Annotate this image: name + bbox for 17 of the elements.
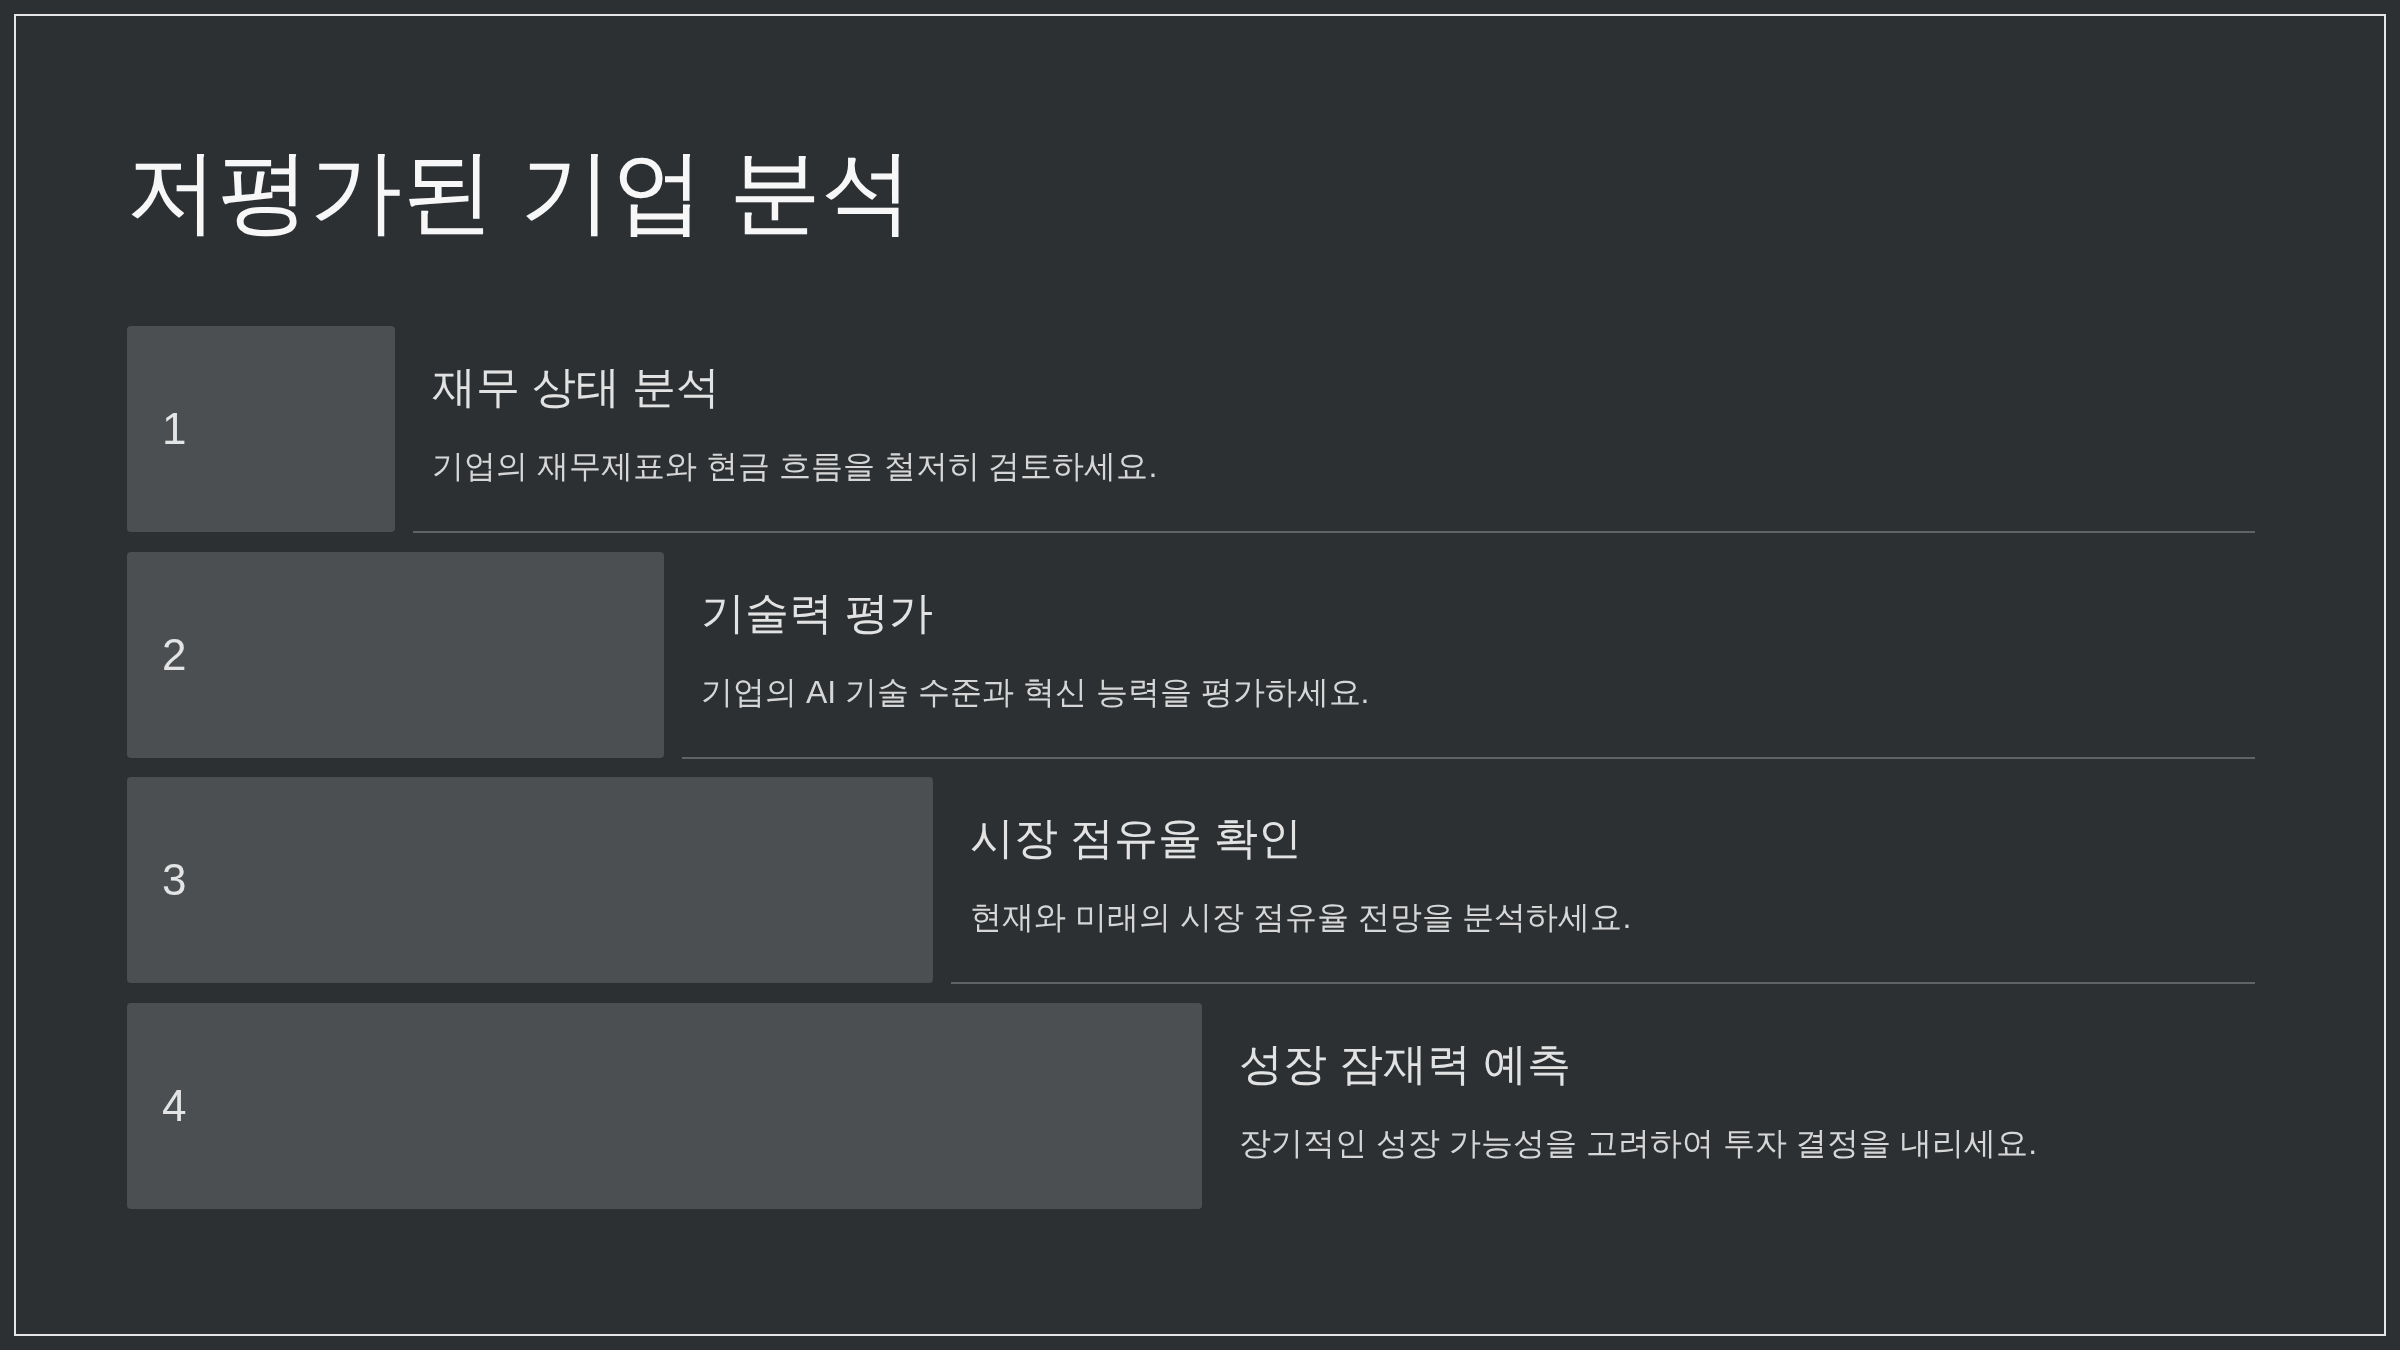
step-description: 장기적인 성장 가능성을 고려하여 투자 결정을 내리세요.: [1239, 1123, 2038, 1163]
step-description: 기업의 재무제표와 현금 흐름을 철저히 검토하세요.: [432, 447, 1158, 486]
step-number: 4: [162, 1079, 187, 1132]
step-number: 3: [162, 854, 187, 906]
step-heading: 재무 상태 분석: [432, 361, 722, 413]
step-box: [127, 1002, 1202, 1209]
step-number: 1: [162, 403, 187, 455]
step-number: 2: [162, 628, 187, 681]
step-heading: 시장 점유율 확인: [970, 812, 1304, 864]
title: 저평가된 기업 분석: [126, 139, 914, 244]
step-box: [127, 326, 395, 532]
step-box: [127, 551, 664, 758]
step-heading: 성장 잠재력 예측: [1239, 1037, 1573, 1090]
step-heading: 기술력 평가: [701, 586, 935, 639]
step-description: 기업의 AI 기술 수준과 혁신 능력을 평가하세요.: [701, 672, 1370, 712]
step-box: [127, 777, 933, 983]
step-description: 현재와 미래의 시장 점유율 전망을 분석하세요.: [970, 898, 1632, 937]
